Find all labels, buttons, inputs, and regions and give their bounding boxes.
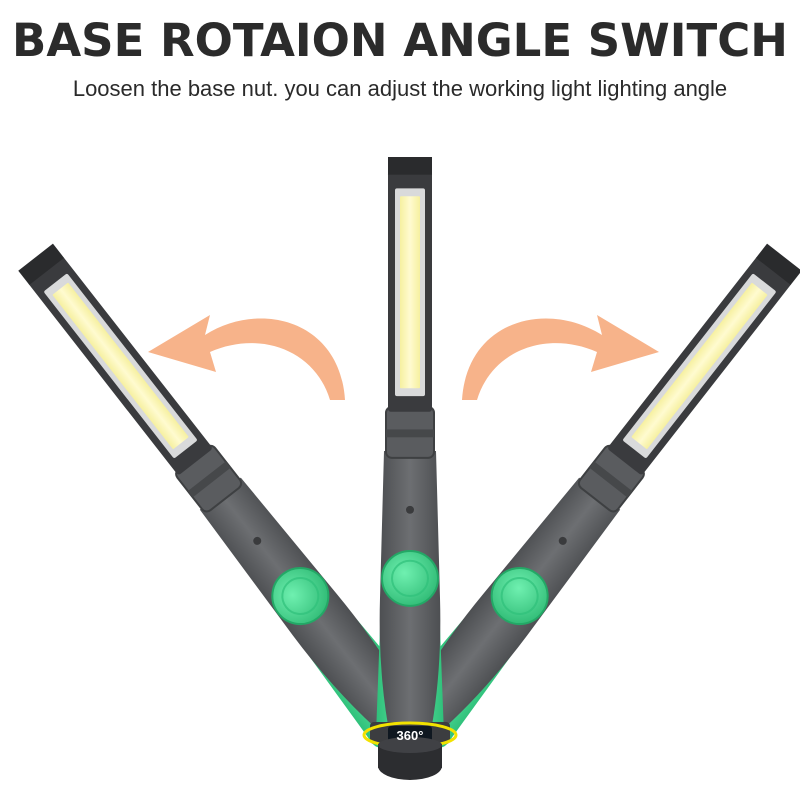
subtitle: Loosen the base nut. you can adjust the … — [72, 76, 728, 101]
rotation-badge: 360° — [397, 728, 424, 743]
lamp-upright — [375, 155, 445, 746]
lamp-tilted-right — [387, 235, 800, 752]
lamp-tilted-left — [7, 235, 433, 752]
rotate-left-arrow-icon — [148, 315, 345, 400]
rotating-base — [362, 721, 458, 780]
headline: BASE ROTAION ANGLE SWITCH — [12, 14, 788, 67]
rotate-right-arrow-icon — [462, 315, 659, 400]
